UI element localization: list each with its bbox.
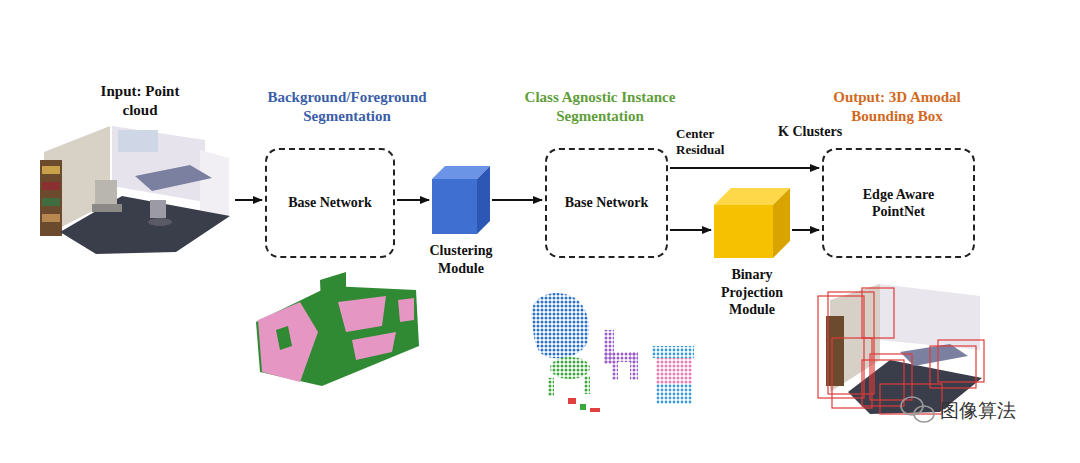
flow-arrow — [670, 229, 711, 231]
box-label: Base Network — [288, 194, 372, 212]
point-cloud-room — [40, 126, 230, 254]
cube-side — [477, 166, 490, 234]
network-box: Class Agnostic Instance SegmentationBase… — [545, 148, 668, 258]
stage-heading: Output: 3D Amodal Bounding Box — [812, 88, 982, 126]
module-label: Binary Projection Module — [708, 266, 796, 319]
module-label: Clustering Module — [421, 242, 501, 277]
flow-arrow — [397, 199, 429, 201]
stage-heading: Class Agnostic Instance Segmentation — [480, 88, 720, 126]
box-label: Edge Aware PointNet — [844, 186, 954, 221]
flow-arrow — [492, 199, 542, 201]
network-box: Output: 3D Amodal Bounding BoxEdge Aware… — [822, 148, 975, 258]
box-label: Base Network — [565, 194, 649, 212]
cube-front — [432, 179, 477, 234]
cube-shape — [432, 166, 490, 234]
instance-clusters — [531, 293, 694, 412]
watermark-icon — [901, 397, 934, 422]
cube-front — [714, 205, 773, 258]
cube-side — [773, 188, 790, 258]
module-cube: Clustering Module — [432, 166, 490, 234]
input-panel: Input: Point cloud — [35, 80, 233, 248]
flow-arrow — [792, 229, 819, 231]
edge-label: Center Residual — [676, 126, 738, 157]
network-box: Background/Foreground SegmentationBase N… — [265, 148, 395, 258]
flow-arrow — [670, 167, 819, 169]
watermark: 图像算法 — [940, 398, 1016, 424]
cube-shape — [714, 188, 790, 258]
segmentation-map — [256, 272, 419, 386]
flow-note: K Clusters — [778, 124, 842, 140]
module-cube: Binary Projection Module — [714, 188, 790, 258]
output-room — [818, 284, 984, 414]
module-label: Input: Point cloud — [90, 82, 190, 120]
flow-arrow — [235, 199, 262, 201]
stage-heading: Background/Foreground Segmentation — [227, 88, 467, 126]
